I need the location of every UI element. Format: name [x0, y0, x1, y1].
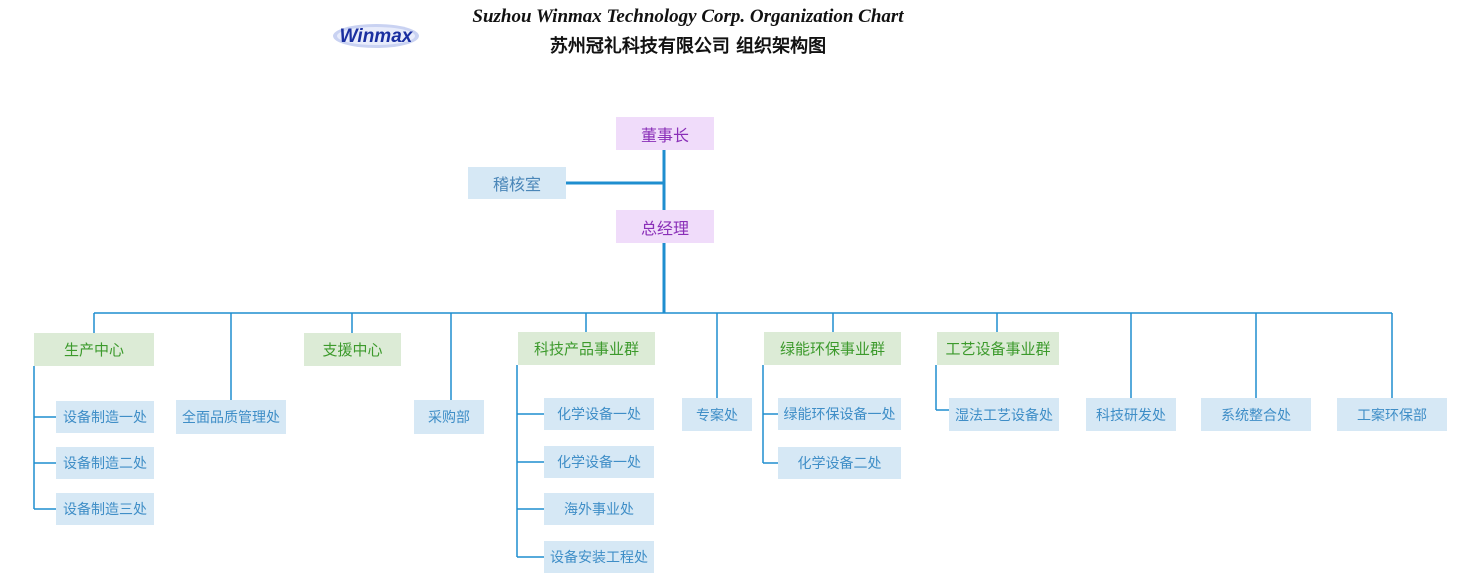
- logo-text: Winmax: [340, 26, 414, 47]
- support-center-node: 支援中心: [304, 333, 401, 366]
- winmax-logo: Winmax: [331, 19, 421, 53]
- production-center-node: 生产中心: [34, 333, 154, 366]
- purchasing-node: 采购部: [414, 400, 484, 434]
- process-equipment-item-1: 湿法工艺设备处: [949, 398, 1059, 431]
- chart-title-en: Suzhou Winmax Technology Corp. Organizat…: [472, 6, 904, 27]
- general-manager-node: 总经理: [616, 210, 714, 243]
- environmental-node: 工案环保部: [1337, 398, 1447, 431]
- audit-office-node: 稽核室: [468, 167, 566, 199]
- tech-products-item-4: 设备安装工程处: [544, 541, 654, 573]
- tech-products-group-node: 科技产品事业群: [518, 332, 655, 365]
- green-energy-item-2: 化学设备二处: [778, 447, 901, 479]
- quality-management-node: 全面品质管理处: [176, 400, 286, 434]
- production-item-2: 设备制造二处: [56, 447, 154, 479]
- green-energy-group-node: 绿能环保事业群: [764, 332, 901, 365]
- tech-products-item-2: 化学设备一处: [544, 446, 654, 478]
- production-item-1: 设备制造一处: [56, 401, 154, 433]
- tech-products-item-1: 化学设备一处: [544, 398, 654, 430]
- production-item-3: 设备制造三处: [56, 493, 154, 525]
- chairman-node: 董事长: [616, 117, 714, 150]
- projects-node: 专案处: [682, 398, 752, 431]
- green-energy-item-1: 绿能环保设备一处: [778, 398, 901, 430]
- chart-title-cn: 苏州冠礼科技有限公司 组织架构图: [549, 36, 827, 57]
- tech-products-item-3: 海外事业处: [544, 493, 654, 525]
- system-integration-node: 系统整合处: [1201, 398, 1311, 431]
- process-equipment-group-node: 工艺设备事业群: [937, 332, 1059, 365]
- rnd-node: 科技研发处: [1086, 398, 1176, 431]
